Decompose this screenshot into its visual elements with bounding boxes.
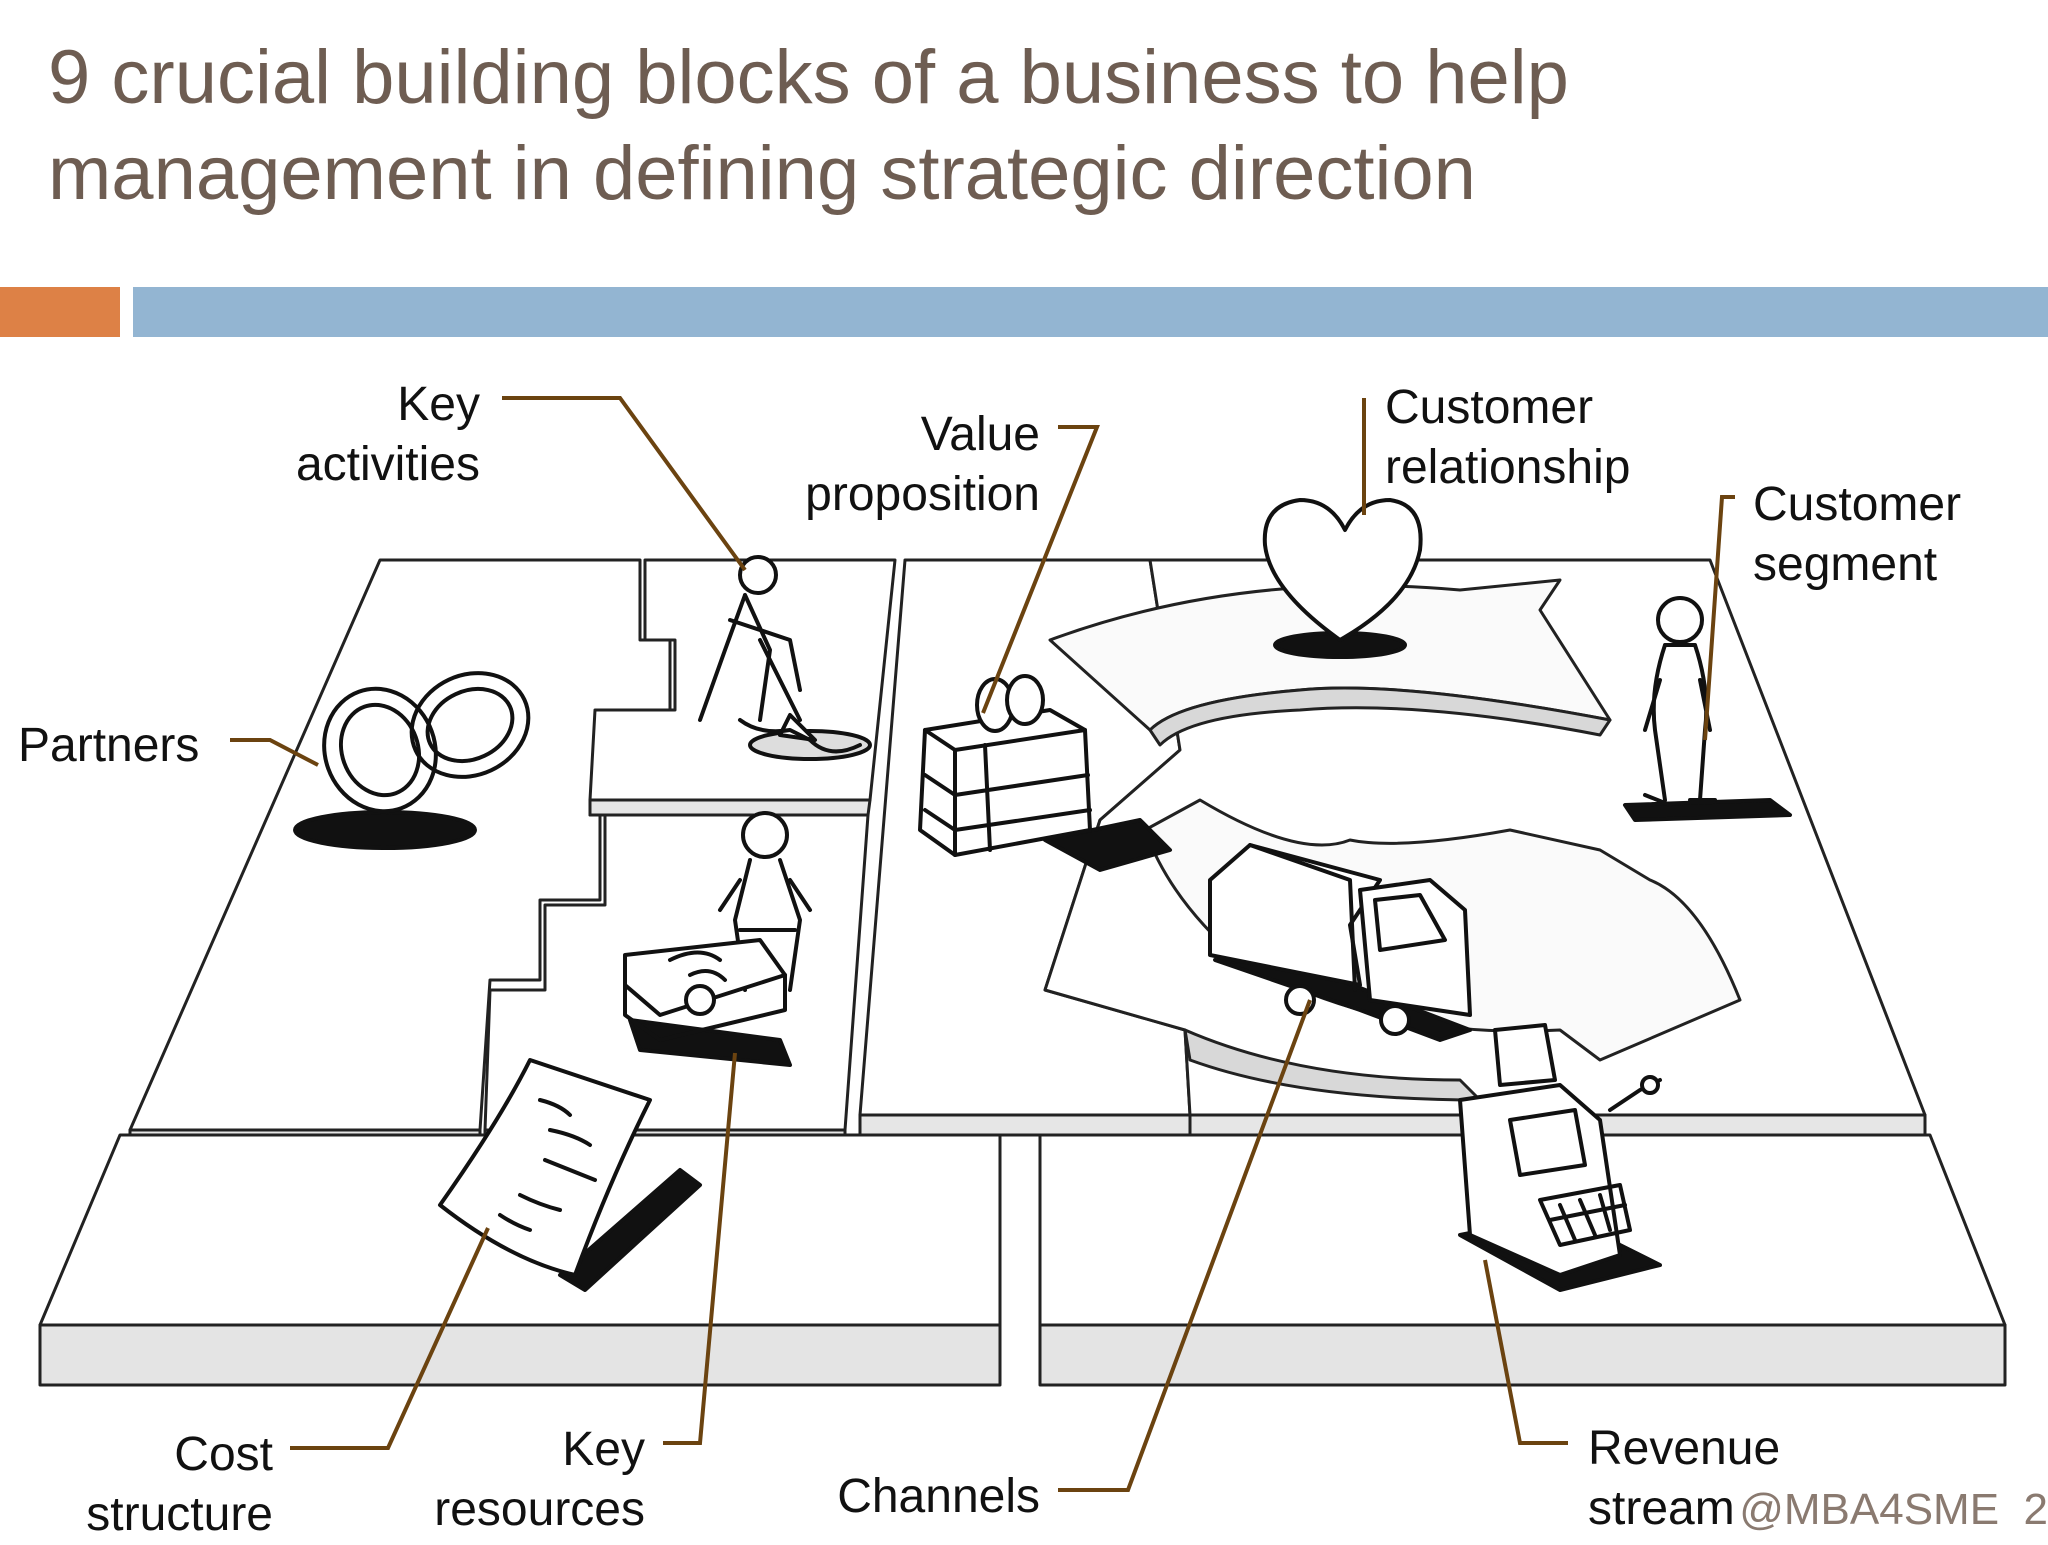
- label-line: Key: [562, 1423, 645, 1476]
- label-line: Customer: [1385, 381, 1594, 434]
- title-line-1: 9 crucial building blocks of a business …: [48, 35, 1569, 120]
- label-line: activities: [295, 438, 480, 491]
- leader-key-resources: [663, 1052, 737, 1445]
- leader-lines: [230, 396, 1735, 1492]
- leader-channels: [1058, 999, 1312, 1492]
- label-line: resources: [434, 1483, 645, 1536]
- heart-icon: [1262, 498, 1423, 659]
- gift-box-icon: [918, 674, 1172, 872]
- leader-partners: [230, 738, 319, 767]
- label-key-activities: Key activities: [296, 375, 480, 495]
- delivery-truck-icon: [1208, 843, 1472, 1042]
- label-channels: Channels: [837, 1467, 1040, 1527]
- label-line: Partners: [18, 719, 200, 772]
- leader-revenue-stream: [1483, 1259, 1568, 1445]
- header-bar: [133, 287, 2048, 337]
- label-line: stream: [1588, 1482, 1735, 1535]
- label-value-proposition: Value proposition: [805, 405, 1040, 525]
- page-number: 2: [2023, 1485, 2048, 1534]
- accent-bar: [0, 287, 120, 337]
- label-line: proposition: [805, 468, 1040, 521]
- title-line-2: management in defining strategic directi…: [48, 131, 1476, 216]
- rings-icon: [293, 671, 531, 850]
- label-line: relationship: [1385, 441, 1631, 494]
- label-line: segment: [1753, 538, 1938, 591]
- label-customer-relationship: Customer relationship: [1385, 378, 1630, 498]
- slide-title: 9 crucial building blocks of a business …: [48, 30, 1948, 222]
- label-line: Value: [920, 408, 1040, 461]
- label-customer-segment: Customer segment: [1753, 475, 1961, 595]
- footer-credit: @MBA4SME: [1739, 1485, 2000, 1534]
- label-line: Channels: [837, 1470, 1040, 1523]
- label-line: structure: [86, 1488, 273, 1541]
- slide-footer: @MBA4SME 2: [1739, 1484, 2048, 1536]
- label-key-resources: Key resources: [434, 1420, 645, 1540]
- label-partners: Partners: [18, 716, 199, 776]
- leader-key-activities: [502, 396, 747, 572]
- label-line: Revenue: [1588, 1422, 1781, 1475]
- leader-cost-structure: [290, 1227, 490, 1450]
- label-line: Customer: [1753, 478, 1962, 531]
- label-revenue-stream: Revenue stream: [1588, 1419, 1780, 1539]
- label-line: Cost: [174, 1428, 273, 1481]
- leader-customer-segment: [1703, 495, 1735, 741]
- label-cost-structure: Cost structure: [86, 1425, 273, 1545]
- cash-register-icon: [1458, 1023, 1662, 1292]
- label-line: Key: [397, 378, 480, 431]
- worker-with-crate-icon: [623, 811, 812, 1067]
- standing-person-icon: [1623, 596, 1792, 822]
- leader-value-proposition: [981, 425, 1100, 714]
- digging-person-icon: [698, 555, 872, 761]
- document-icon: [438, 1058, 702, 1292]
